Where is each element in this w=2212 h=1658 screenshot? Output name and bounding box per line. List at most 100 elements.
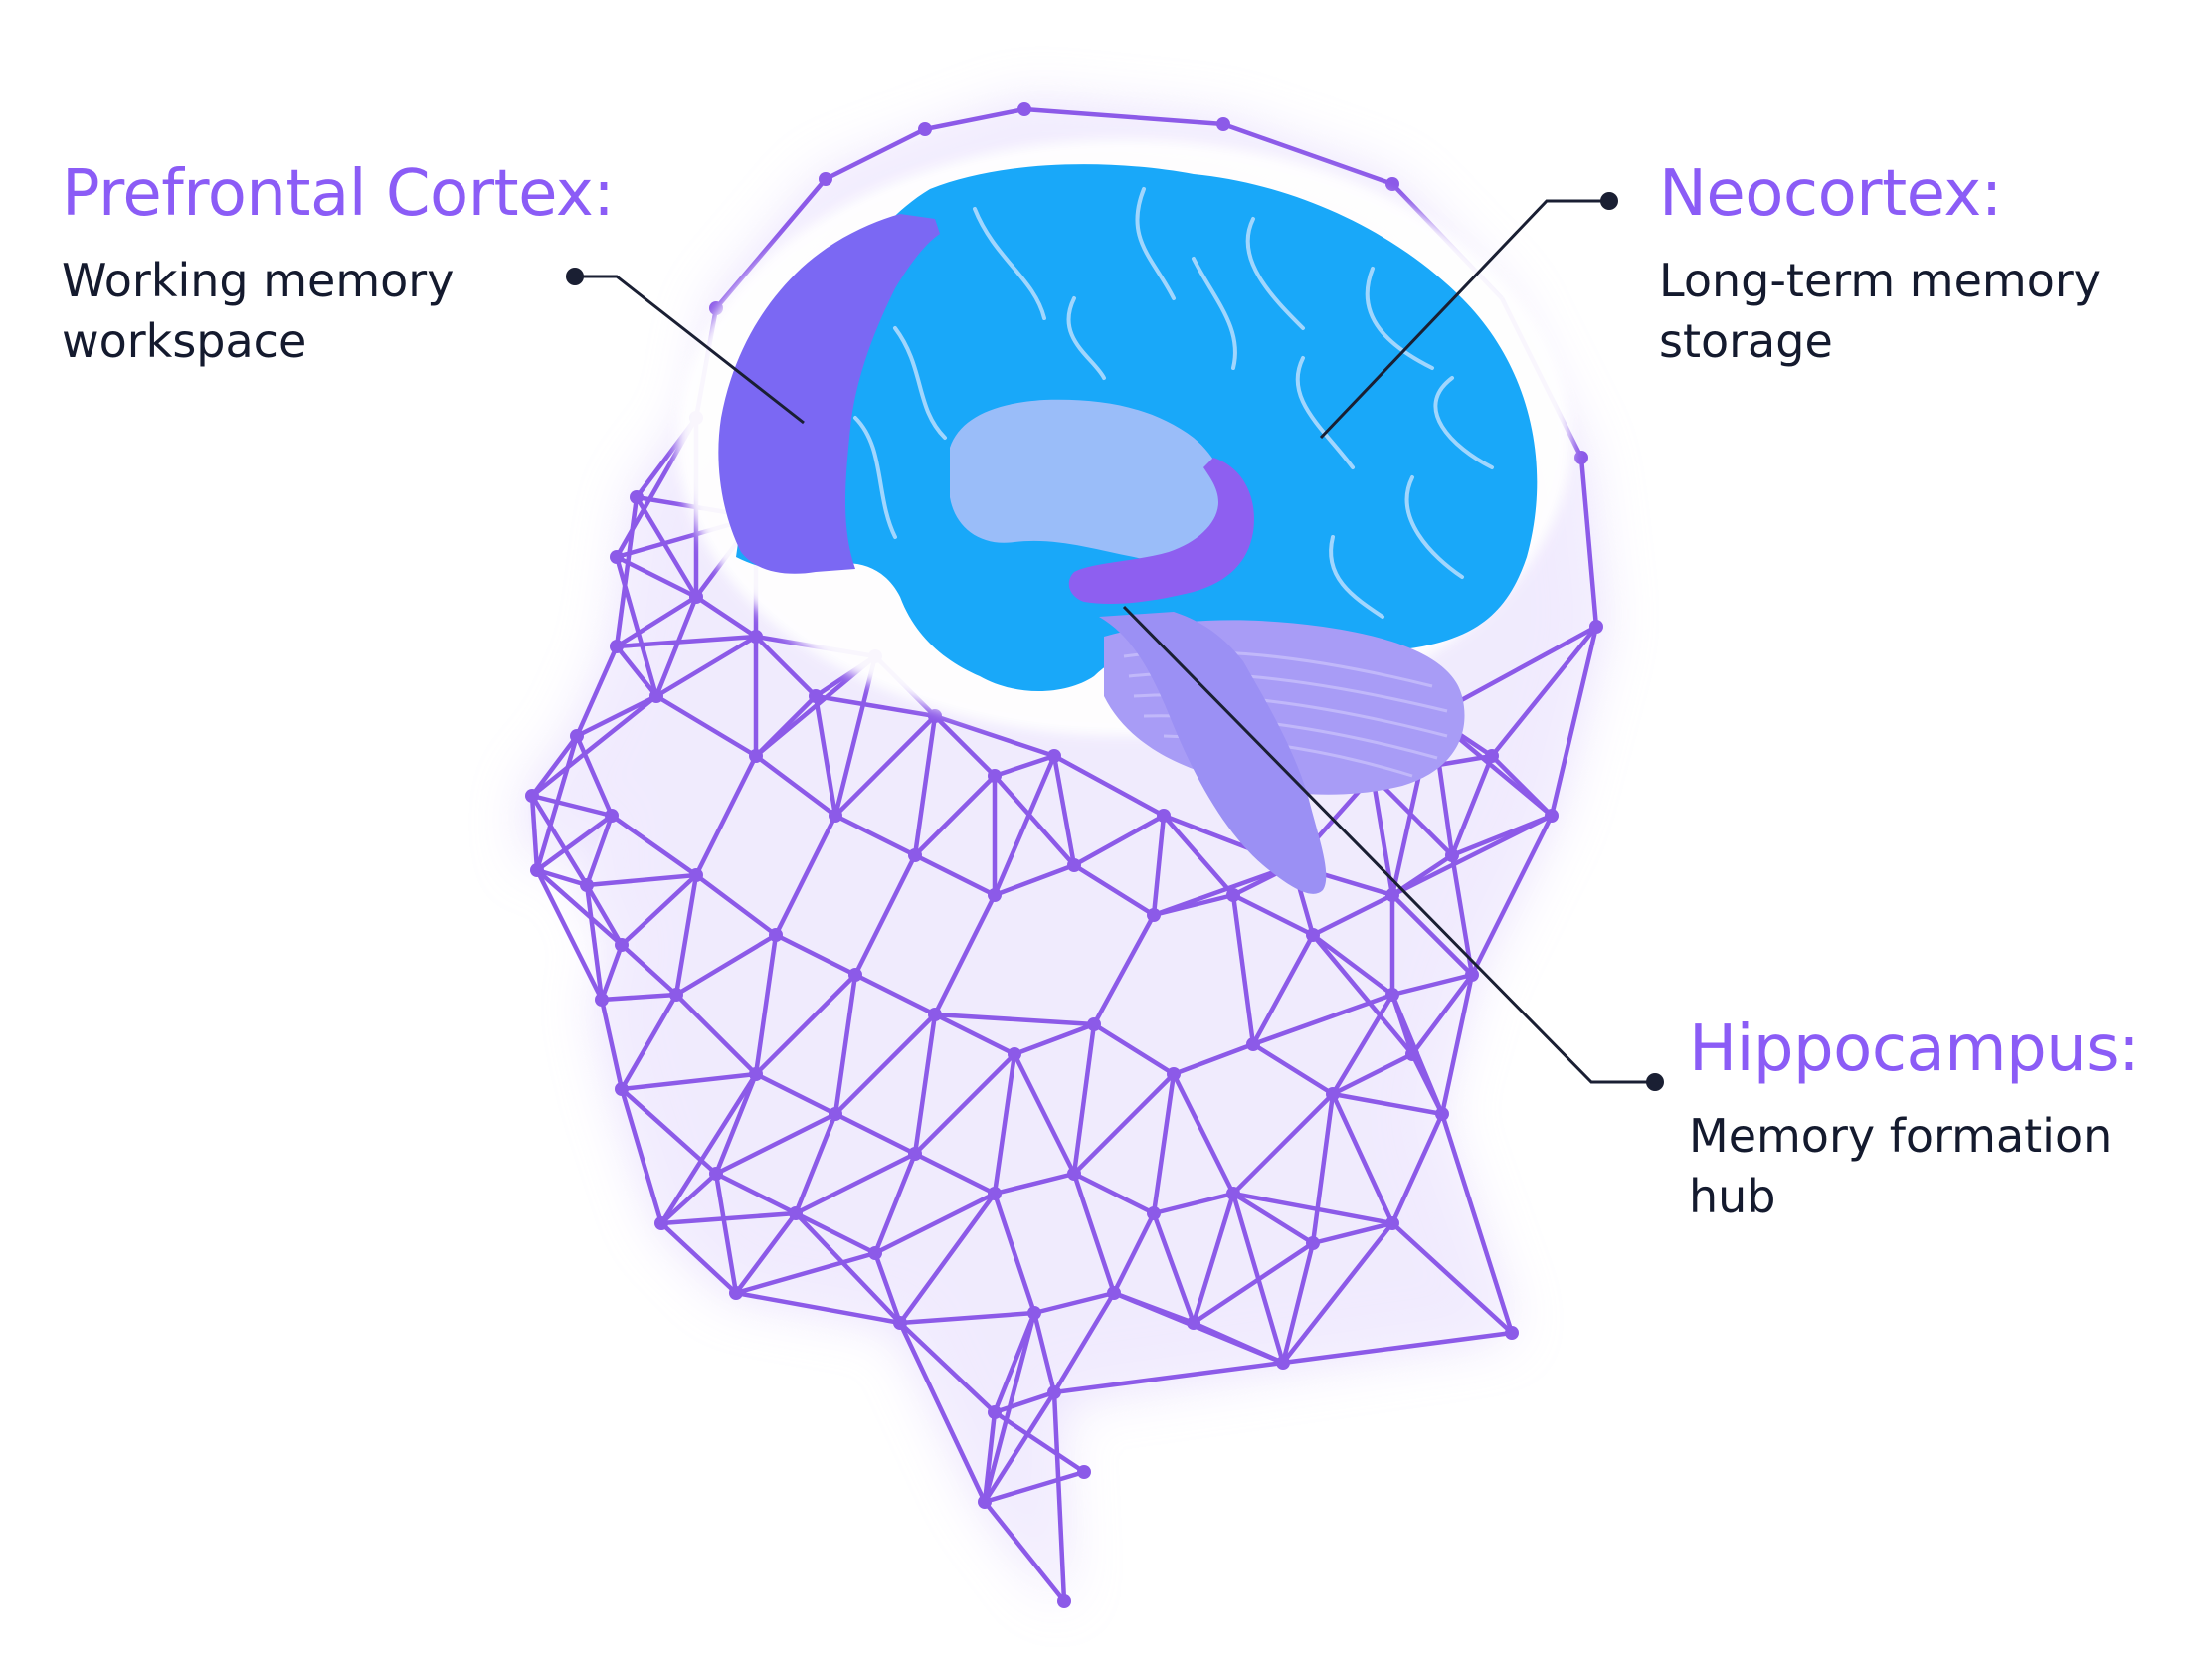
mesh-edge: [614, 556, 659, 697]
mesh-node: [580, 878, 594, 892]
mesh-edge: [992, 1193, 1037, 1314]
mesh-node: [908, 848, 922, 862]
mesh-edge: [1331, 1051, 1414, 1097]
hippocampus-line1: Memory formation: [1689, 1109, 2113, 1164]
mesh-edge: [530, 694, 658, 798]
mesh-edge: [659, 1172, 718, 1225]
mesh-edge: [1390, 893, 1474, 977]
mesh-edge: [1151, 1212, 1197, 1324]
mesh-edge: [993, 774, 1076, 867]
mesh-edge: [714, 177, 828, 310]
brainstem: [1099, 612, 1327, 894]
mesh-edge: [1282, 1330, 1513, 1366]
mesh-edge: [531, 793, 613, 819]
mesh-node: [928, 709, 942, 723]
mesh-edge: [899, 1310, 1035, 1326]
mesh-edge: [1192, 1241, 1315, 1325]
mesh-edge: [1311, 892, 1394, 938]
mesh-node: [1385, 988, 1399, 1002]
mesh-edge: [1012, 1052, 1077, 1176]
mesh-edge: [1151, 815, 1167, 916]
mesh-node: [1385, 177, 1399, 191]
mesh-edge: [872, 1252, 903, 1324]
prefrontal-line1: Working memory: [62, 254, 455, 308]
mesh-node: [1246, 1037, 1260, 1051]
mesh-edge: [1092, 913, 1156, 1026]
mesh-node: [1276, 1356, 1290, 1370]
mesh-edge: [1191, 1193, 1236, 1324]
neocortex-line2: storage: [1659, 314, 1833, 369]
mesh-edge: [536, 867, 588, 888]
hippocampus-title: Hippocampus:: [1689, 1013, 2140, 1086]
mesh-edge: [1171, 1072, 1236, 1196]
mesh-node: [1067, 1167, 1081, 1181]
mesh-edge: [872, 1153, 918, 1254]
mesh-node: [908, 1147, 922, 1161]
mesh-edge: [654, 635, 758, 698]
mesh-edge: [620, 1087, 718, 1176]
mesh-edge: [584, 884, 605, 1001]
mesh-node: [654, 1216, 668, 1230]
mesh-node: [829, 809, 842, 823]
neocortex-leader: [1319, 199, 1601, 440]
mesh-node: [615, 938, 629, 952]
mesh-edge: [620, 873, 698, 947]
mesh-edge: [1052, 754, 1166, 818]
mesh-edge: [793, 1113, 838, 1214]
mesh-edge: [1153, 862, 1294, 918]
mesh-edge: [933, 1012, 1016, 1057]
mesh-edge: [1162, 814, 1235, 897]
mesh-edge: [1173, 1041, 1254, 1077]
mesh-edge: [1490, 625, 1598, 758]
mesh-edge: [586, 872, 697, 888]
mesh-node: [809, 689, 823, 703]
label-hippocampus: Hippocampus: Memory formation hub: [1689, 1013, 2140, 1227]
mesh-node: [1017, 102, 1031, 116]
mesh-edge: [610, 814, 698, 877]
prefrontal-title: Prefrontal Cortex:: [62, 157, 615, 231]
mesh-node: [1147, 1206, 1161, 1220]
mesh-node: [1216, 117, 1230, 131]
mesh-edge: [1111, 1211, 1157, 1295]
mesh-edge: [852, 853, 918, 977]
mesh-edge: [994, 862, 1075, 898]
mesh-node: [978, 1495, 992, 1509]
mesh-edge: [1251, 1042, 1335, 1096]
mesh-node: [1465, 968, 1479, 982]
mesh-edge: [659, 1072, 758, 1225]
neocortex-title: Neocortex:: [1659, 157, 2002, 231]
limbic-region: [950, 399, 1227, 561]
mesh-edge: [754, 1071, 837, 1117]
mesh-edge: [735, 1250, 876, 1296]
mesh-node: [1505, 1326, 1519, 1340]
mesh-edge: [924, 106, 1025, 132]
mesh-edge: [934, 713, 1055, 759]
mesh-edge: [654, 694, 758, 758]
mesh-edge: [1389, 994, 1415, 1055]
mesh-edge: [1389, 1113, 1445, 1224]
mesh-edge: [535, 814, 614, 872]
mesh-node: [1485, 749, 1499, 763]
mesh-node: [709, 1167, 723, 1181]
mesh-edge: [913, 1052, 1016, 1156]
mesh-edge: [932, 893, 998, 1016]
mesh-edge: [992, 1312, 1037, 1413]
mesh-edge: [933, 714, 997, 778]
mesh-edge: [713, 1073, 759, 1175]
mesh-edge: [694, 595, 758, 639]
mesh-edge: [1311, 933, 1414, 1056]
mesh-node: [689, 590, 703, 604]
mesh-node: [1435, 1107, 1449, 1121]
mesh-edge: [585, 883, 624, 947]
mesh-edge: [794, 1211, 902, 1325]
hippocampus-line2: hub: [1689, 1170, 1776, 1224]
mesh-node: [1445, 848, 1459, 862]
mesh-node: [1167, 1067, 1181, 1081]
mesh-edge: [912, 1013, 938, 1155]
mesh-edge: [754, 754, 837, 818]
mesh-node: [595, 993, 609, 1007]
mesh-node: [1306, 928, 1320, 942]
mesh-edge: [993, 1410, 1086, 1474]
